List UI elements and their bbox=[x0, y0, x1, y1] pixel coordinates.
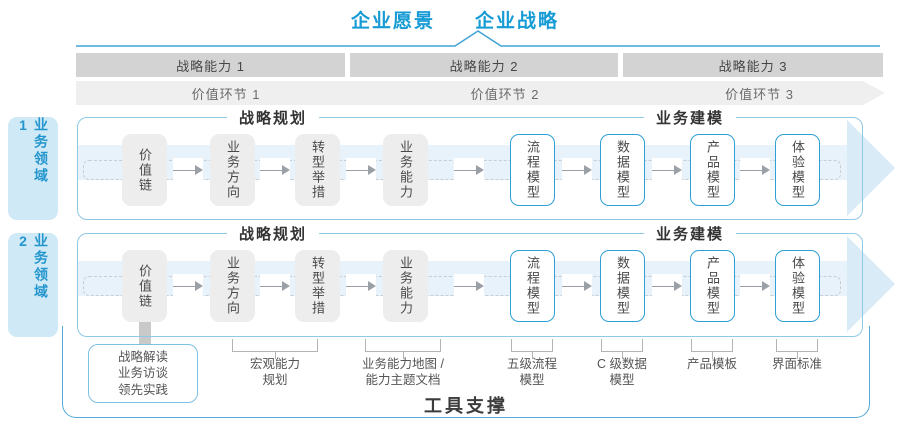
business-domain-label-2: 业务领域 2 bbox=[8, 233, 58, 337]
vision-caret-line-icon bbox=[76, 30, 880, 47]
note-process-model: 五级流程 模型 bbox=[506, 357, 557, 387]
bracket-icon bbox=[511, 339, 553, 359]
vision-title: 企业愿景 bbox=[350, 11, 435, 32]
strategy-title: 企业战略 bbox=[475, 11, 560, 32]
domain-row-2-panel: 价值链 业务方向 转型举措 业务能力 流程模型 数据模型 产品模型 体验模型 战… bbox=[77, 223, 895, 337]
bracket-icon bbox=[691, 339, 733, 359]
diagram-title: 企业愿景 企业战略 bbox=[0, 6, 910, 33]
value-chain-box: 价值链 bbox=[122, 134, 167, 206]
value-link-chevron-1: 价值环节 1 bbox=[76, 81, 376, 105]
value-link-chevron-3: 价值环节 3 bbox=[634, 81, 885, 105]
tool-support-title: 工具支撑 bbox=[424, 396, 508, 416]
business-domain-label-1: 业务领域 1 bbox=[8, 117, 58, 220]
business-modeling-header: 业务建模 bbox=[643, 223, 737, 244]
tool-support-container bbox=[62, 326, 870, 418]
flow-arrow-icon bbox=[740, 158, 770, 182]
business-modeling-header: 业务建模 bbox=[643, 107, 737, 128]
transformation-initiative-box: 转型举措 bbox=[295, 250, 340, 322]
flow-arrow-icon bbox=[562, 158, 592, 182]
process-model-box: 流程模型 bbox=[510, 250, 555, 322]
strategic-planning-header: 战略规划 bbox=[226, 223, 320, 244]
strategic-planning-header: 战略规划 bbox=[226, 107, 320, 128]
flow-arrow-icon bbox=[346, 274, 376, 298]
band-arrowhead-icon bbox=[847, 120, 895, 216]
flow-arrow-icon bbox=[740, 274, 770, 298]
flow-arrow-icon bbox=[173, 158, 203, 182]
band-arrowhead-icon bbox=[847, 236, 895, 332]
data-model-box: 数据模型 bbox=[600, 134, 645, 206]
capability-bar-3: 战略能力 3 bbox=[623, 53, 883, 77]
bracket-icon bbox=[776, 339, 818, 359]
bracket-icon bbox=[601, 339, 643, 359]
value-chain-box: 价值链 bbox=[122, 250, 167, 322]
product-model-box: 产品模型 bbox=[690, 134, 735, 206]
flow-arrow-icon bbox=[562, 274, 592, 298]
note-product-template: 产品模板 bbox=[686, 357, 737, 371]
business-capability-box: 业务能力 bbox=[383, 134, 428, 206]
experience-model-box: 体验模型 bbox=[775, 250, 820, 322]
domain-row-1-panel: 价值链 业务方向 转型举措 业务能力 流程模型 数据模型 产品模型 体验模型 战… bbox=[77, 107, 895, 220]
capability-bar-2: 战略能力 2 bbox=[350, 53, 618, 77]
note-capability-map: 业务能力地图 / 能力主题文档 bbox=[362, 357, 444, 387]
value-link-chevron-2: 价值环节 2 bbox=[354, 81, 656, 105]
data-model-box: 数据模型 bbox=[600, 250, 645, 322]
bracket-icon bbox=[232, 339, 318, 359]
note-data-model: C 级数据 模型 bbox=[596, 357, 647, 387]
flow-arrow-icon bbox=[346, 158, 376, 182]
note-macro-capability: 宏观能力 规划 bbox=[249, 357, 300, 387]
flow-arrow-icon bbox=[454, 274, 484, 298]
process-model-box: 流程模型 bbox=[510, 134, 555, 206]
product-model-box: 产品模型 bbox=[690, 250, 735, 322]
flow-arrow-icon bbox=[454, 158, 484, 182]
business-direction-box: 业务方向 bbox=[210, 134, 255, 206]
flow-arrow-icon bbox=[652, 274, 682, 298]
business-direction-box: 业务方向 bbox=[210, 250, 255, 322]
capability-bar-1: 战略能力 1 bbox=[76, 53, 345, 77]
flow-arrow-icon bbox=[260, 158, 290, 182]
flow-arrow-icon bbox=[173, 274, 203, 298]
business-capability-box: 业务能力 bbox=[383, 250, 428, 322]
strategy-insight-box: 战略解读 业务访谈 领先实践 bbox=[88, 344, 198, 403]
note-ui-standard: 界面标准 bbox=[771, 357, 822, 371]
flow-arrow-icon bbox=[652, 158, 682, 182]
transformation-initiative-box: 转型举措 bbox=[295, 134, 340, 206]
experience-model-box: 体验模型 bbox=[775, 134, 820, 206]
bracket-icon bbox=[365, 339, 441, 359]
flow-arrow-icon bbox=[260, 274, 290, 298]
